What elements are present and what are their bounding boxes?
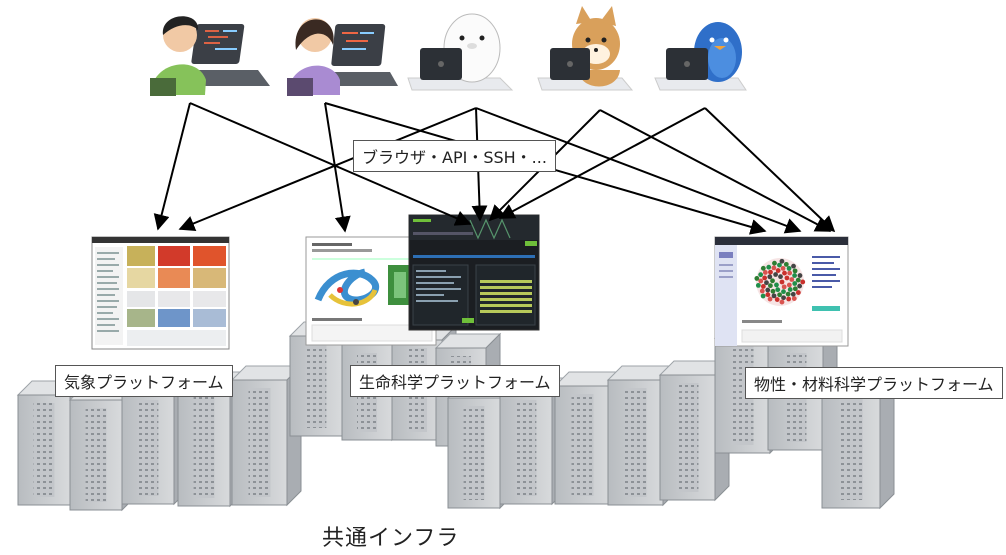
atom-dot	[780, 265, 786, 271]
atom-dot	[786, 282, 792, 288]
atom-dot	[765, 292, 771, 298]
person-purple-shirt-laptop-icon	[287, 18, 398, 96]
atom-dot	[768, 283, 773, 289]
atom-dot	[766, 264, 772, 270]
atom-dot	[781, 289, 786, 295]
dark-analysis-screenshot	[408, 214, 540, 331]
atom-dot	[772, 260, 777, 266]
atom-dot	[758, 278, 764, 284]
atom-dot	[785, 291, 791, 297]
common-infrastructure-label: 共通インフラ	[322, 526, 460, 551]
atom-dot	[770, 288, 776, 294]
atom-dot	[770, 278, 775, 284]
atom-dot	[783, 261, 789, 267]
weather-platform-label: 気象プラットフォーム	[55, 365, 233, 397]
atom-dot	[768, 269, 773, 275]
server-rack	[230, 364, 303, 507]
atom-dot	[787, 270, 793, 276]
server-racks	[16, 320, 896, 512]
atom-dot	[774, 297, 780, 302]
atom-dot	[781, 295, 786, 301]
atom-dot	[797, 273, 803, 278]
atom-dot	[754, 276, 760, 281]
shiba-dog-laptop-icon	[537, 6, 634, 91]
atom-dot	[758, 272, 764, 278]
atom-dot	[791, 296, 797, 301]
atom-dot	[765, 287, 771, 293]
atom-dot	[777, 292, 783, 298]
atom-dot	[792, 268, 798, 274]
materials-platform-label: 物性・材料科学プラットフォーム	[745, 367, 1003, 399]
atom-dot	[797, 283, 803, 289]
server-rack	[498, 376, 568, 506]
atom-dot	[760, 265, 766, 271]
seal-laptop-icon	[407, 13, 514, 91]
atom-dot	[791, 263, 796, 269]
atom-dot	[767, 296, 773, 302]
person-green-shirt-laptop-icon	[150, 16, 270, 96]
atom-dot	[795, 290, 801, 295]
atom-dot	[767, 274, 773, 280]
atom-dot	[762, 275, 768, 281]
atom-dot	[775, 268, 781, 273]
atom-dot	[771, 265, 777, 271]
atom-dot	[781, 284, 787, 290]
atom-dot	[789, 277, 795, 282]
materials-platform-screenshot	[714, 236, 849, 347]
life-science-platform-label: 生命科学プラットフォーム	[350, 365, 560, 397]
atom-dot	[786, 266, 792, 271]
atom-dot	[779, 258, 785, 264]
atom-dot	[786, 296, 792, 302]
atom-dot	[800, 279, 806, 285]
atom-dot	[779, 279, 785, 285]
atom-dot	[784, 275, 790, 281]
atom-dot	[764, 280, 769, 286]
atom-dot	[790, 291, 796, 297]
atom-dot	[755, 283, 761, 288]
atom-dot	[774, 282, 779, 288]
atom-dot	[773, 272, 779, 277]
atom-dot	[792, 273, 798, 278]
access-methods-label: ブラウザ・API・SSH・...	[353, 140, 556, 172]
atom-dot	[777, 262, 782, 268]
atom-dot	[795, 277, 801, 283]
atom-dot	[778, 274, 783, 280]
blue-bird-laptop-icon	[654, 22, 747, 91]
server-rack	[658, 359, 731, 502]
atom-dot	[762, 270, 768, 275]
server-rack	[553, 370, 626, 506]
atom-dot	[792, 281, 798, 286]
weather-platform-screenshot	[91, 236, 230, 350]
atom-dot	[771, 293, 777, 299]
atom-dot	[760, 293, 766, 299]
atom-dot	[760, 284, 766, 289]
atom-dot	[782, 270, 787, 276]
atom-dot	[779, 299, 785, 305]
atom-dot	[775, 287, 781, 293]
atom-dot	[792, 286, 798, 292]
atom-dot	[787, 287, 793, 292]
atom-dot	[759, 288, 765, 294]
